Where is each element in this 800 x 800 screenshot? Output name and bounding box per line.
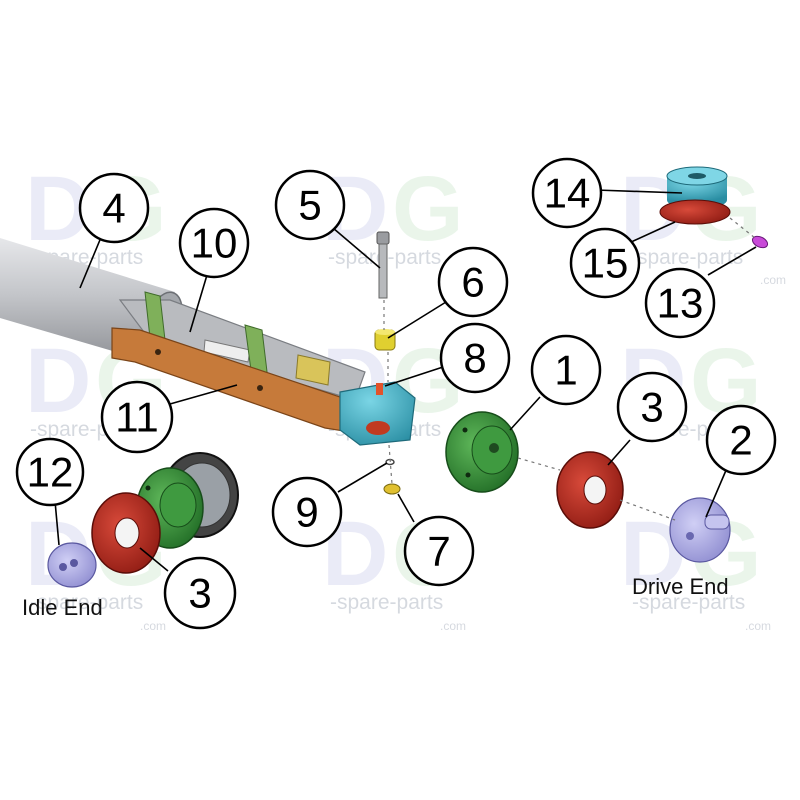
watermark-text: -spare-parts <box>330 591 443 614</box>
assembly-axes <box>383 217 756 521</box>
callout-number: 3 <box>640 384 663 431</box>
callout-number: 8 <box>463 335 486 382</box>
callout-11: 11 <box>100 380 174 454</box>
callout-13: 13 <box>644 267 716 339</box>
part-3-ring-idle-end <box>91 492 161 574</box>
callout-number: 4 <box>102 185 125 232</box>
part-5-pin <box>376 231 390 299</box>
watermark-text: -spare-parts <box>30 591 143 614</box>
watermark-domain: .com <box>440 619 466 633</box>
watermark-logo-g: G <box>392 158 464 260</box>
callout-9: 9 <box>271 476 343 548</box>
drive-end-label: Drive End <box>632 574 729 599</box>
callout-number: 13 <box>657 280 704 327</box>
watermark-logo-d: D <box>25 330 91 432</box>
part-11-bracket <box>111 327 356 433</box>
callout-6: 6 <box>437 246 509 318</box>
callout-number: 12 <box>27 449 74 496</box>
callout-12: 12 <box>15 437 85 507</box>
callout-number: 5 <box>298 182 321 229</box>
part-15-washer <box>659 199 731 225</box>
callout-number: 10 <box>191 220 238 267</box>
callout-number: 2 <box>729 417 752 464</box>
part-3-ring-drive-end <box>556 451 624 529</box>
callout-number: 3 <box>188 570 211 617</box>
part-6-nut <box>374 329 396 351</box>
watermark-domain: .com <box>140 619 166 633</box>
callout-number: 1 <box>554 347 577 394</box>
callout-number: 14 <box>544 170 591 217</box>
watermark-domain: .com <box>760 273 786 287</box>
part-14-cap <box>666 166 728 209</box>
watermark-text: -spare-parts <box>632 591 745 614</box>
callout-2: 2 <box>705 404 777 476</box>
callout-15: 15 <box>569 227 641 299</box>
callout-3-idle-end: 3 <box>163 556 237 630</box>
watermark-text: -spare-parts <box>630 246 743 269</box>
idle-end-label: Idle End <box>22 595 103 620</box>
callout-1: 1 <box>530 334 602 406</box>
part-12-idle-end-plug <box>47 542 97 588</box>
part-8-block <box>339 381 416 446</box>
callout-7: 7 <box>403 515 475 587</box>
part-13-screw <box>751 235 769 249</box>
callout-8: 8 <box>439 322 511 394</box>
callout-number: 15 <box>582 240 629 287</box>
callout-number: 9 <box>295 489 318 536</box>
watermark-domain: .com <box>745 619 771 633</box>
callout-5: 5 <box>274 169 346 241</box>
part-2-drive-end-disc <box>669 497 731 563</box>
callout-14: 14 <box>531 157 603 229</box>
callout-number: 7 <box>427 528 450 575</box>
callout-10: 10 <box>178 207 250 279</box>
callout-3-drive-end: 3 <box>616 371 688 443</box>
callout-number: 6 <box>461 259 484 306</box>
part-10-chassis <box>118 291 366 407</box>
callout-4: 4 <box>78 172 150 244</box>
leader-lines <box>54 189 757 572</box>
callout-number: 11 <box>115 394 159 441</box>
part-7-washer <box>383 483 401 495</box>
part-1-cap <box>445 411 519 493</box>
